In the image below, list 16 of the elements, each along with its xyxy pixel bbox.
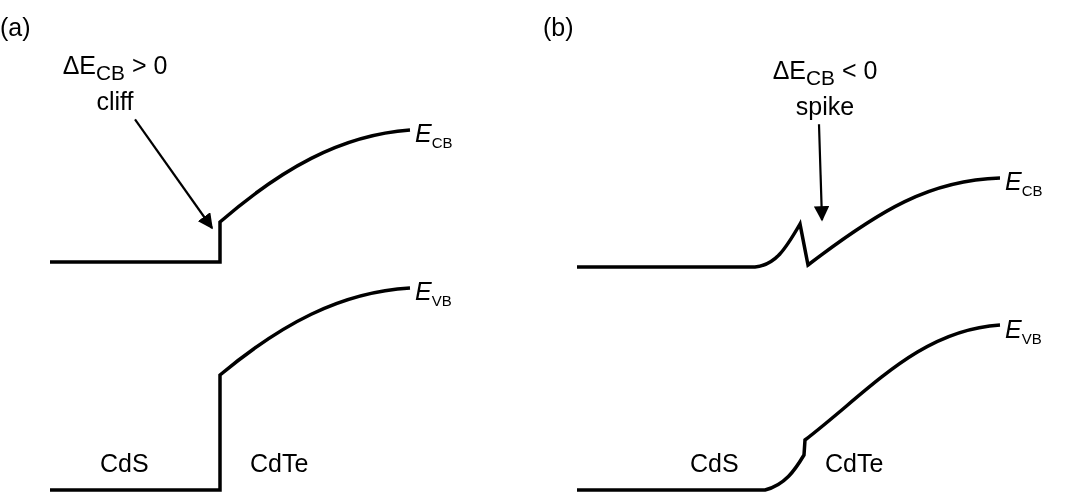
material-label: CdTe [250,450,309,478]
panel-label: (a) [0,14,31,42]
material-label: CdS [100,450,149,478]
panel-label: (b) [543,14,574,42]
leader-arrow [134,118,213,230]
band-label: E$_{VB}$ [1005,316,1042,348]
band-label: E$_{CB}$ [415,120,453,152]
offset-label: ΔE$_{CB}$ < 0 [772,55,878,91]
annotation-text: spike [795,91,855,123]
offset-label: ΔE$_{CB}$ > 0 [62,50,168,86]
band-label: E$_{VB}$ [415,278,452,310]
band-label: E$_{CB}$ [1005,168,1043,200]
material-label: CdTe [825,450,884,478]
annotation-text: cliff [96,86,134,118]
material-label: CdS [690,450,739,478]
leader-arrow [813,124,830,222]
